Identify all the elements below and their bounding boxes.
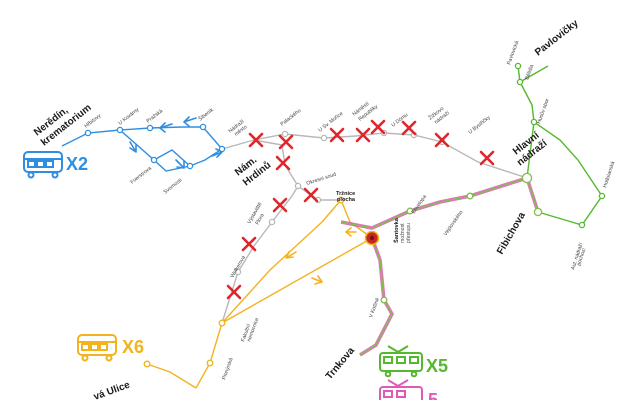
stop-vystaviste-2: Flora (255, 213, 266, 226)
tram-icon (379, 379, 423, 400)
stop-trznice-1: Tržnice (336, 191, 355, 197)
tram-icon (379, 345, 423, 378)
terminal-fibichova: Fibichova (495, 210, 528, 256)
stop-okresni-soud: Okresní soud (306, 172, 337, 187)
line-label-x6: X6 (122, 337, 144, 357)
line-label-x2: X2 (66, 154, 88, 174)
stop-trznice-2: plocha (337, 197, 356, 203)
stop-v-kotline: V Kotlině (368, 297, 381, 319)
stop-pionyrska: Pionýrská (221, 357, 234, 381)
stop-u-bystricky: U Bystřičky (468, 115, 492, 136)
legend-x2: X2 (23, 151, 88, 179)
stop-aut-2: pochozí (576, 247, 587, 267)
stop-hodolanska: Hodolanská (602, 161, 616, 189)
stop-foerstrova: Foerstrova (130, 166, 153, 186)
legend-x6: X6 (77, 334, 144, 362)
stop-pavlovicka: Pavlovická (506, 40, 520, 65)
route-tram5 (340, 175, 540, 357)
legend-x5: X5 (379, 345, 448, 378)
stop-prestupu: přestupu (406, 223, 412, 243)
stop-wolkerova: Wolkerova (230, 255, 247, 279)
direction-arrow-icon (129, 116, 357, 285)
line-label-tram5: 5 (428, 390, 438, 400)
line-label-x5: X5 (426, 356, 448, 376)
closure-cross-icon (226, 119, 495, 300)
stop-u-kovarny: U Kovárny (118, 107, 141, 127)
stop-belidla: Bělidla (524, 64, 535, 81)
terminal-trnkova: Trnkova (324, 345, 357, 382)
stop-palackeho: Palackého (280, 108, 303, 128)
bus-icon (77, 334, 117, 362)
closed-route (221, 132, 528, 324)
stop-vejdovskeho: Vejdovského (443, 210, 465, 238)
stop-svornosti: Svornosti (163, 178, 184, 196)
stops (84, 62, 606, 368)
stop-prazska: Pražská (146, 108, 165, 124)
terminal-ulice: vá Ulice (92, 379, 132, 400)
stop-sibenik: Šibeník (197, 106, 215, 122)
terminal-pavlovicky: Pavlovičky (533, 18, 581, 59)
route-x5 (340, 177, 539, 356)
bus-icon (23, 151, 63, 179)
stop-santovka: Šantovka (392, 217, 400, 243)
stop-moznost: možnost (400, 223, 406, 243)
stop-husuv-sbor: Husův sbor (535, 97, 551, 124)
legend-tram5: 5 (379, 379, 438, 400)
